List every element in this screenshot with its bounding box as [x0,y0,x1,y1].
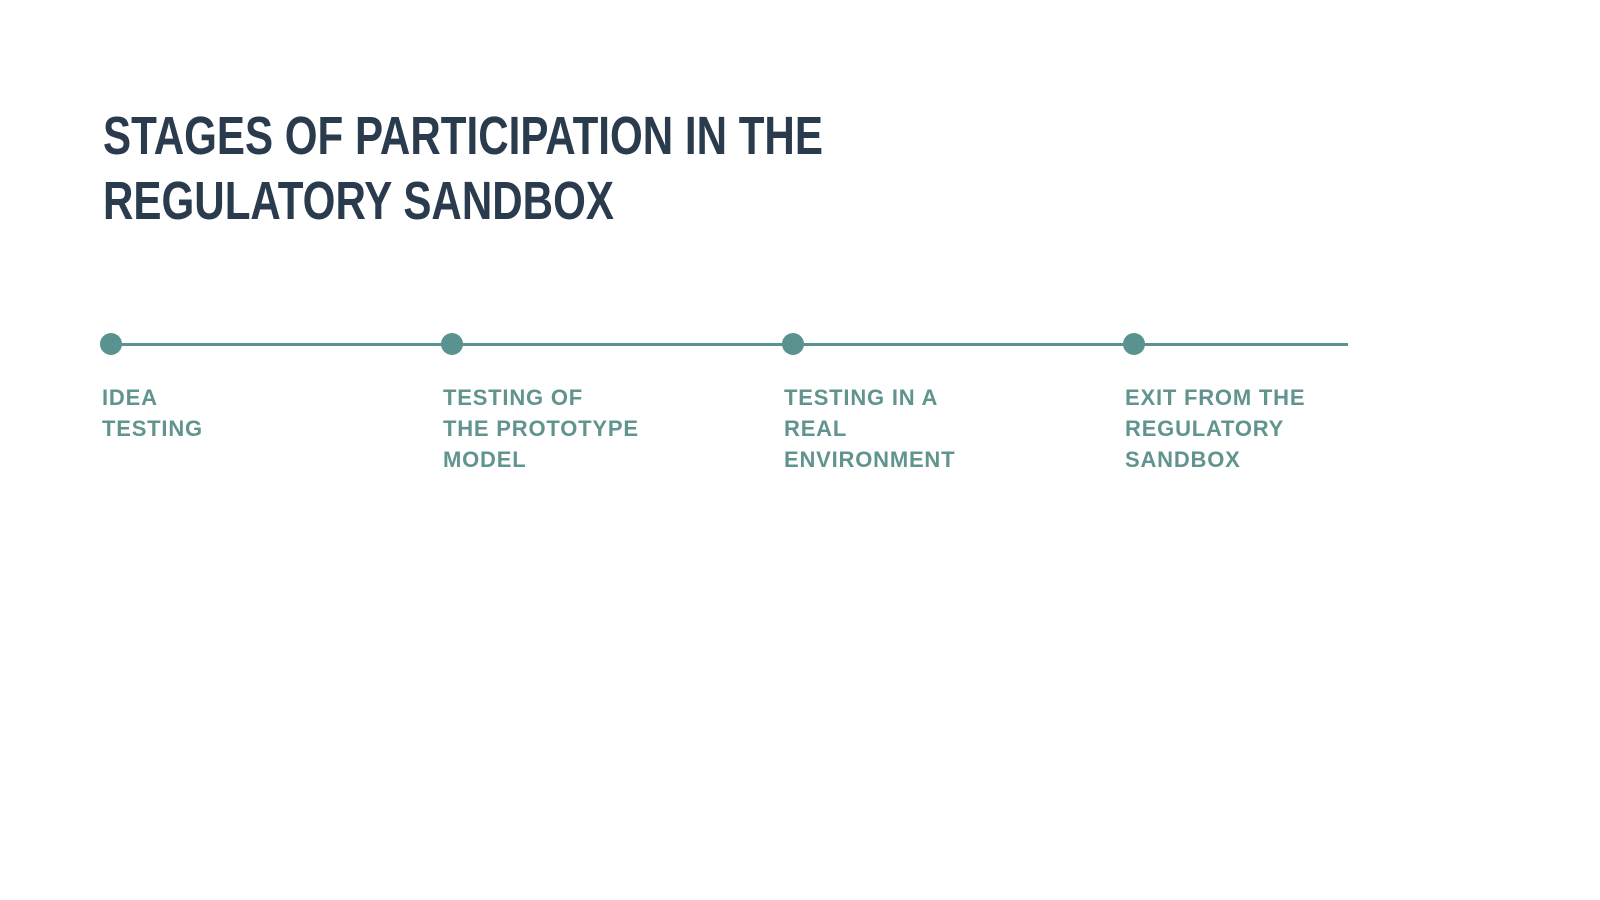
timeline-stage-3: TESTING IN A REAL ENVIRONMENT [782,333,1082,533]
timeline-stage-4: EXIT FROM THE REGULATORY SANDBOX [1123,333,1423,533]
timeline-dot-icon [441,333,463,355]
timeline-dot-icon [100,333,122,355]
stage-label: TESTING IN A REAL ENVIRONMENT [784,385,956,472]
timeline-dot-icon [1123,333,1145,355]
page-title: STAGES OF PARTICIPATION IN THE REGULATOR… [103,106,823,231]
timeline-track [110,343,1348,346]
timeline-dot-icon [782,333,804,355]
timeline-stage-2: TESTING OF THE PROTOTYPE MODEL [441,333,741,533]
timeline-stage-1: IDEA TESTING [100,333,400,533]
stage-label: IDEA TESTING [102,385,203,441]
stage-label: TESTING OF THE PROTOTYPE MODEL [443,385,639,472]
stage-label: EXIT FROM THE REGULATORY SANDBOX [1125,385,1306,472]
